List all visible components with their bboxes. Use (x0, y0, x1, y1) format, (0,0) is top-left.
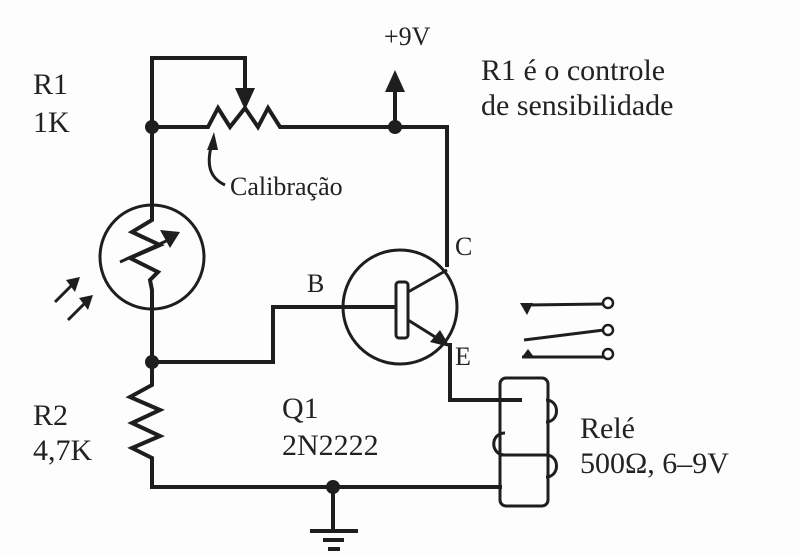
r1-name-label: R1 (33, 68, 68, 101)
resistor-r2 (125, 360, 502, 489)
collector-label: C (455, 232, 472, 261)
ground-icon (310, 480, 358, 551)
light-rays-icon (53, 277, 93, 322)
photoresistor-ldr (98, 125, 206, 364)
q1-name-label: Q1 (282, 392, 319, 425)
transistor-q1 (341, 248, 459, 366)
calibration-label: Calibração (230, 172, 343, 201)
q1-part-label: 2N2222 (282, 429, 379, 462)
relay-spec-label: 500Ω, 6–9V (580, 447, 729, 480)
relay-name-label: Relé (580, 412, 635, 445)
relay-coil (492, 376, 558, 508)
calibration-arrow (207, 132, 226, 187)
emitter-wire (448, 343, 522, 402)
collector-wire (393, 125, 449, 267)
base-label: B (307, 269, 324, 298)
note-line-2: de sensibilidade (481, 89, 673, 122)
base-wire (150, 305, 397, 364)
supply-terminal (385, 70, 405, 134)
emitter-label: E (455, 342, 471, 371)
r1-value-label: 1K (33, 106, 70, 139)
r2-name-label: R2 (33, 399, 68, 432)
potentiometer-r1 (150, 56, 397, 131)
r2-value-label: 4,7K (33, 434, 93, 467)
relay-contacts (520, 296, 615, 361)
supply-label: +9V (384, 22, 431, 51)
note-line-1: R1 é o controle (481, 54, 665, 87)
